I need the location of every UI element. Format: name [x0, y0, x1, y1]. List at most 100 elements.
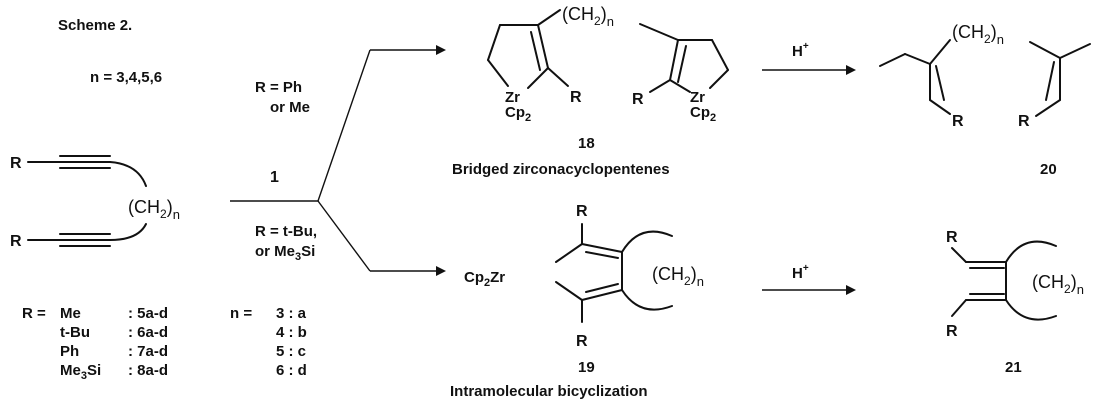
compound-19-r-bottom: R	[576, 333, 588, 350]
upper-condition-line-2: or Me	[270, 99, 310, 116]
left-ethyl-to-alkene	[904, 53, 931, 65]
right-ring-double-bond-inner	[677, 45, 687, 83]
product-18-structure: Zr Cp2 R (CH2)n R Zr Cp2 18 Bridged zirc…	[452, 4, 729, 178]
left-ring-left-bond	[487, 24, 501, 61]
compound-18-number: 18	[578, 135, 595, 152]
left-r-label: R	[570, 89, 582, 106]
ring-arc-top	[621, 230, 673, 253]
diyne-r-top: R	[10, 155, 22, 172]
compound-20-r-right: R	[1018, 113, 1030, 130]
reagent-label: 1	[270, 169, 279, 186]
left-ring-bottom-left-bond	[487, 59, 509, 87]
zr-bottom-bond	[555, 281, 583, 301]
product-19-structure: R R Cp2Zr (CH2)n 19 Intramolecular bicyc…	[450, 203, 704, 400]
diyne-r-bottom: R	[10, 233, 22, 250]
right-ring-bottom-right-bond	[709, 69, 729, 89]
legend-n-label: n =	[230, 305, 252, 322]
right-ring-r-bond	[649, 79, 671, 93]
legend-r-group-1: Me	[60, 305, 81, 322]
right-bridge-end	[639, 23, 679, 41]
legend-n-value-2: 4 : b	[276, 324, 307, 341]
compound-19-number: 19	[578, 359, 595, 376]
right-ring-zr-bond	[669, 79, 691, 93]
bottom-double-bond	[581, 289, 623, 301]
right-ring-right-bond	[711, 39, 729, 71]
compound-19-ring-label: (CH2)n	[652, 264, 704, 289]
ring-arc-bottom	[621, 289, 673, 311]
left-alkene-to-r	[929, 99, 951, 115]
left-ring-r-bond	[547, 67, 569, 87]
left-ethyl-bond	[879, 53, 906, 67]
compound-19-zirconium: Cp2Zr	[464, 269, 505, 289]
upper-branch-diagonal	[317, 49, 371, 202]
upper-branch-arrowhead	[436, 45, 446, 55]
lower-acid-arrowhead	[846, 285, 856, 295]
bottom-r-bond	[951, 299, 967, 317]
legend-n-value-4: 6 : d	[276, 362, 307, 379]
diyne-chain-arc-top	[109, 161, 147, 187]
legend-r-compounds-1: : 5a-d	[128, 305, 168, 322]
legend-r-group-4: Me3Si	[60, 362, 101, 382]
right-bridge-end	[1029, 41, 1061, 59]
bridge-label: (CH2)n	[562, 4, 614, 29]
upper-condition-line-1: R = Ph	[255, 79, 302, 96]
legend-r-label: R =	[22, 305, 46, 322]
right-zr-label: Zr	[690, 89, 705, 106]
upper-acid-label: H+	[792, 41, 809, 60]
left-ring-zr-bond	[527, 67, 549, 89]
diyne-chain-arc-bottom	[109, 223, 147, 241]
left-zr-label: Zr	[505, 89, 520, 106]
product-20-structure: (CH2)n R R 20	[879, 22, 1091, 178]
right-cp-label: Cp2	[690, 104, 716, 124]
compound-21-number: 21	[1005, 359, 1022, 376]
compound-20-number: 20	[1040, 161, 1057, 178]
lower-condition-line-2: or Me3Si	[255, 243, 315, 263]
compound-20-r-left: R	[952, 113, 964, 130]
left-cp-label: Cp2	[505, 104, 531, 124]
left-bridge-start	[537, 9, 561, 26]
left-ring-double-bond	[537, 24, 549, 69]
lower-branch-arrowhead	[436, 266, 446, 276]
upper-acid-arrowhead	[846, 65, 856, 75]
legend-r-compounds-4: : 8a-d	[128, 362, 168, 379]
substituent-legend: R = Me : 5a-d t-Bu : 6a-d Ph : 7a-d Me3S…	[22, 305, 307, 382]
left-ring-double-bond-inner	[530, 31, 541, 71]
right-ring-double-bond	[669, 39, 679, 81]
scheme-title: Scheme 2.	[58, 17, 132, 34]
compound-21-ring-label: (CH2)n	[1032, 272, 1084, 297]
ring-arc-top	[1005, 240, 1057, 263]
right-ethyl-bond	[1059, 43, 1091, 59]
n-values-label: n = 3,4,5,6	[90, 69, 162, 86]
legend-r-compounds-3: : 7a-d	[128, 343, 168, 360]
legend-r-group-2: t-Bu	[60, 324, 90, 341]
lower-condition-line-1: R = t-Bu,	[255, 223, 317, 240]
diyne-chain-label: (CH2)n	[128, 197, 180, 222]
ring-arc-bottom	[1005, 299, 1057, 321]
left-bridge-start	[929, 39, 951, 65]
compound-20-bridge: (CH2)n	[952, 22, 1004, 47]
compound-21-r-bottom: R	[946, 323, 958, 340]
compound-21-r-top: R	[946, 229, 958, 246]
top-double-bond-inner	[585, 251, 619, 259]
left-alkene-double	[935, 65, 945, 101]
right-alkene-double	[1045, 61, 1055, 101]
starting-diyne: R R (CH2)n	[10, 155, 180, 250]
compound-19-caption: Intramolecular bicyclization	[450, 383, 648, 400]
compound-18-caption: Bridged zirconacyclopentenes	[452, 161, 670, 178]
right-alkene-to-r	[1035, 99, 1061, 117]
zr-top-bond	[555, 243, 583, 263]
top-r-bond	[951, 247, 967, 263]
legend-n-value-3: 5 : c	[276, 343, 306, 360]
branch-arrow: R = Ph or Me 1 R = t-Bu, or Me3Si	[230, 45, 446, 276]
right-r-label: R	[632, 91, 644, 108]
top-double-bond	[581, 243, 623, 253]
lower-acid-label: H+	[792, 263, 809, 282]
legend-r-group-3: Ph	[60, 343, 79, 360]
bottom-double-bond-inner	[585, 283, 619, 293]
lower-branch-diagonal	[317, 200, 371, 272]
legend-n-value-1: 3 : a	[276, 305, 307, 322]
legend-r-compounds-2: : 6a-d	[128, 324, 168, 341]
compound-19-r-top: R	[576, 203, 588, 220]
product-21-structure: R R (CH2)n 21	[946, 229, 1084, 376]
